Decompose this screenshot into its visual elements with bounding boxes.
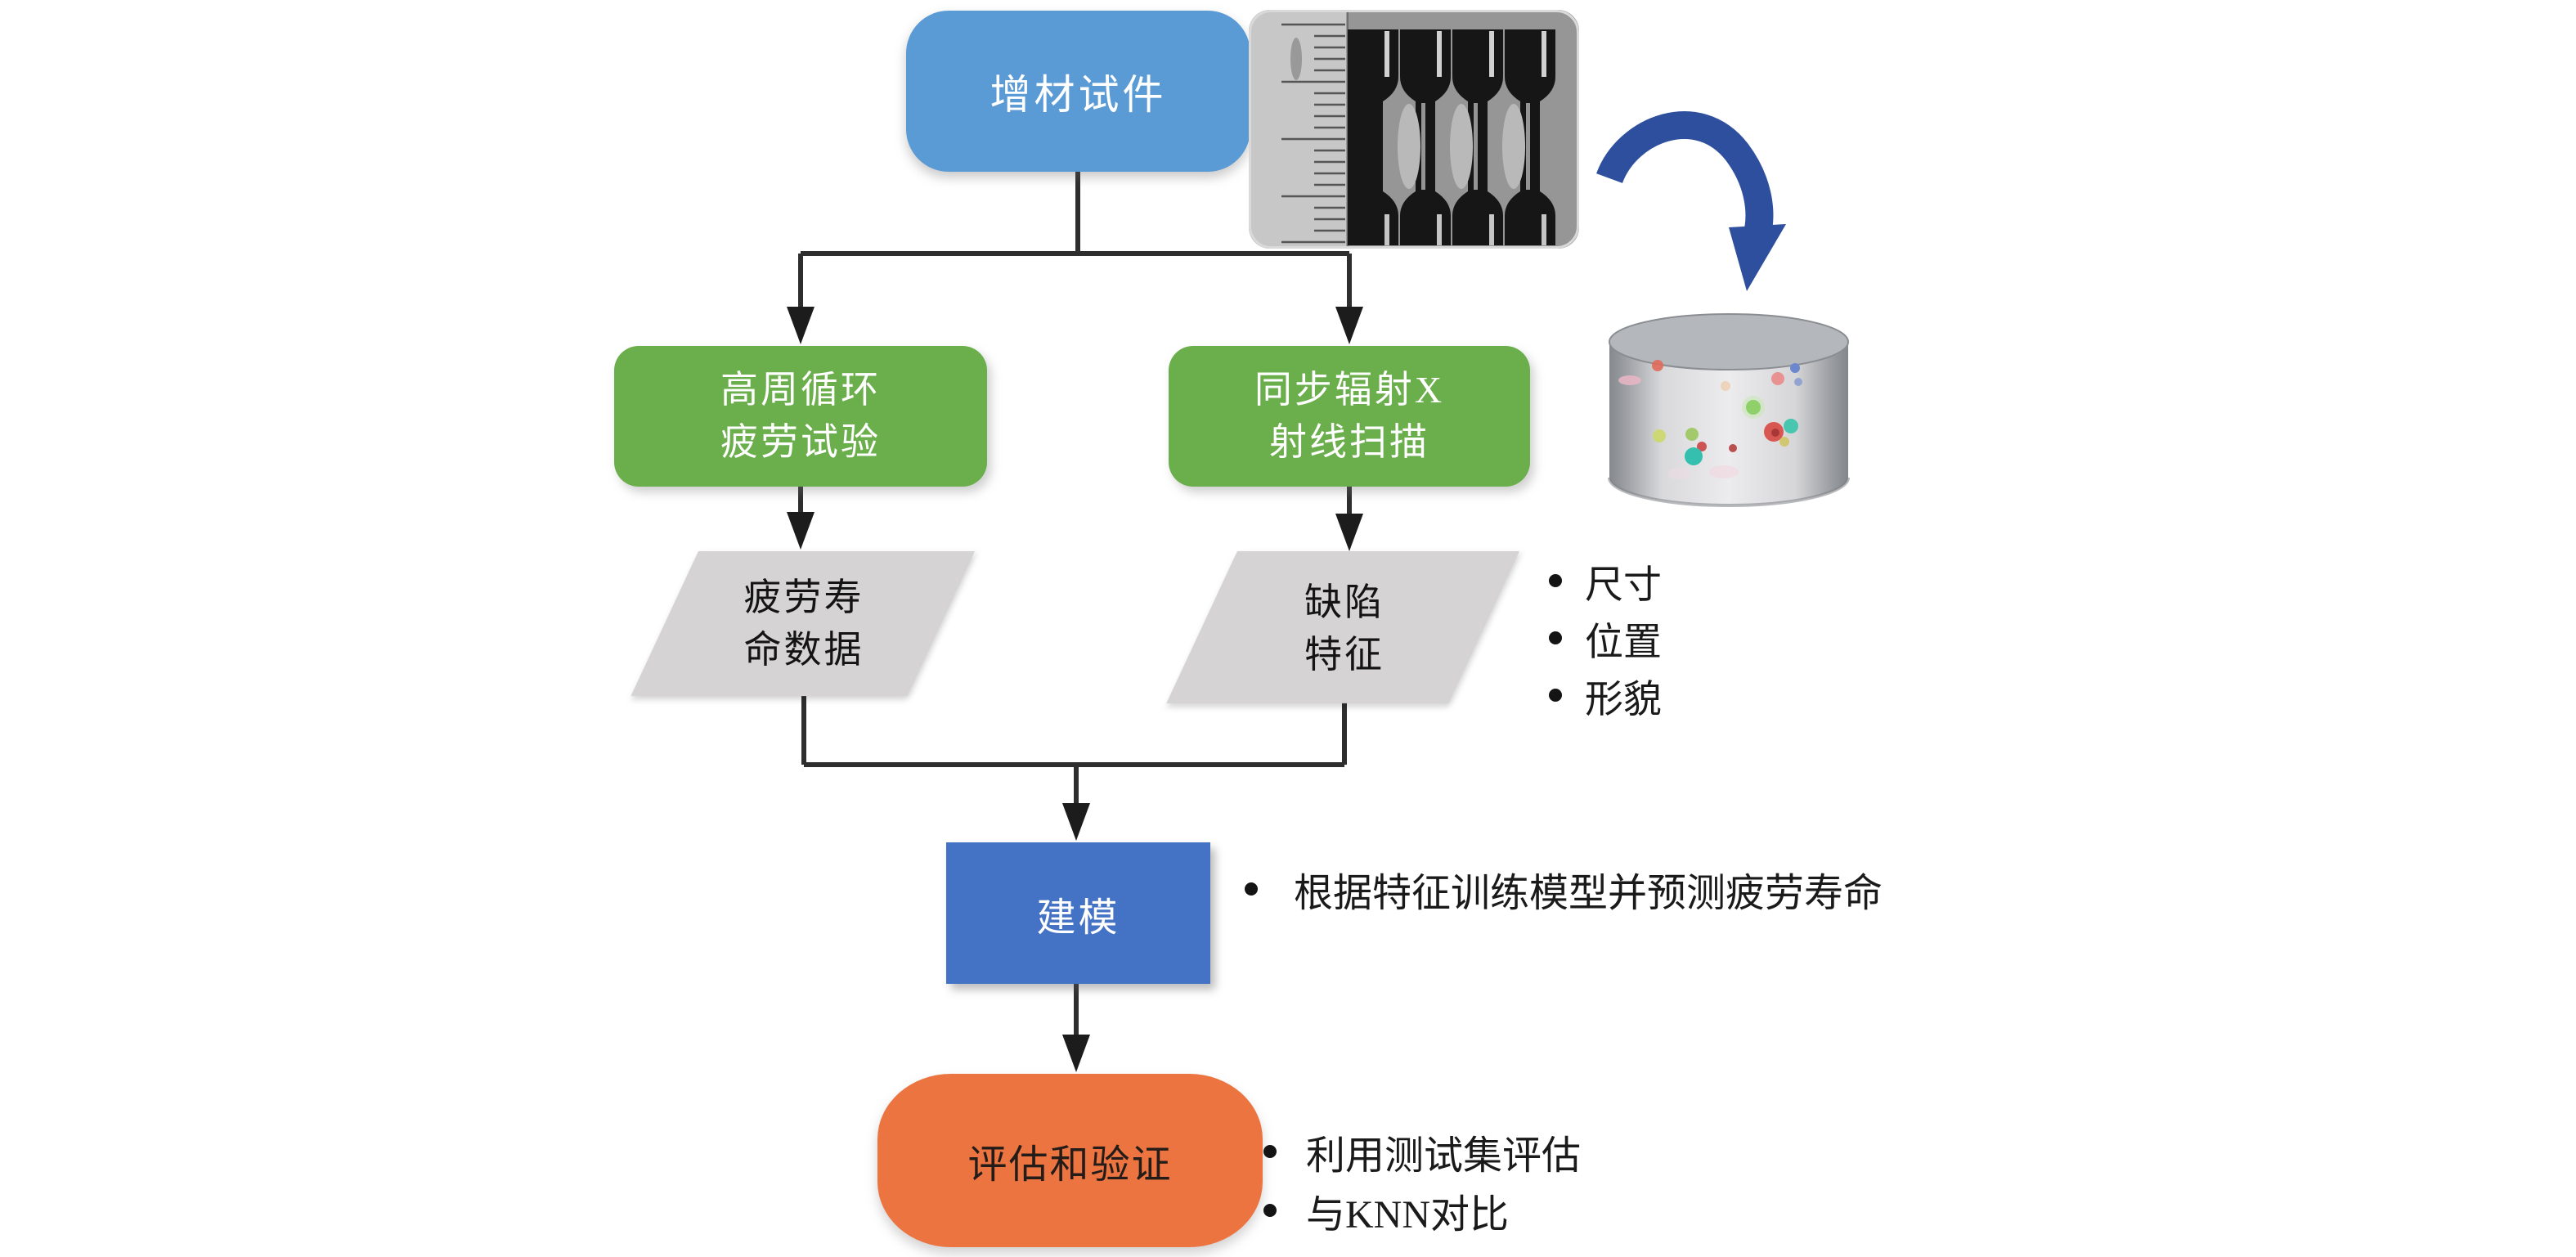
node-fatigue-test-line2: 疲劳试验 [720,421,881,463]
modeling-note: 根据特征训练模型并预测疲劳寿命 [1294,872,1883,915]
fatigue-data-line2: 命数据 [743,629,864,671]
modeling-note-list: 根据特征训练模型并预测疲劳寿命 [1245,868,1883,915]
defect-dots [1618,360,1802,479]
curved-arrow-icon [1596,111,1786,291]
defect-attr-morphology: 形貌 [1585,678,1662,721]
fatigue-data-line1: 疲劳寿 [743,577,864,618]
node-xray-scan: 同步辐射X 射线扫描 [1169,346,1530,487]
node-modeling-label: 建模 [1036,896,1120,940]
defect-attr-size: 尺寸 [1585,563,1662,607]
node-additive-specimen-label: 增材试件 [990,71,1167,118]
node-evaluation: 评估和验证 [877,1074,1263,1247]
defect-attribute-list: 尺寸 位置 形貌 [1549,552,1662,724]
node-modeling: 建模 [946,842,1210,984]
node-fatigue-life-data-label: 疲劳寿 命数据 [681,572,927,676]
evaluation-note-list: 利用测试集评估 与KNN对比 [1263,1122,1581,1240]
defect-attr-location: 位置 [1585,621,1662,664]
list-item: 位置 [1549,609,1662,667]
list-item: 形貌 [1549,667,1662,724]
defect-features-line2: 特征 [1304,634,1384,676]
node-fatigue-test: 高周循环 疲劳试验 [614,346,987,487]
node-evaluation-label: 评估和验证 [967,1143,1173,1187]
ruler-ticks [1281,23,1345,244]
node-defect-features-label: 缺陷 特征 [1222,577,1467,681]
list-item: 利用测试集评估 [1263,1122,1581,1181]
specimen-photo [1249,10,1579,249]
defect-features-line1: 缺陷 [1304,581,1384,623]
evaluation-note-testset: 利用测试集评估 [1306,1134,1582,1178]
node-xray-scan-line2: 射线扫描 [1268,421,1429,463]
node-xray-scan-line1: 同步辐射X [1254,369,1445,411]
node-additive-specimen: 增材试件 [906,11,1250,172]
defect-cylinder [1608,313,1850,507]
arrowheads [787,307,1363,1072]
node-fatigue-test-line1: 高周循环 [720,369,881,411]
list-item: 尺寸 [1549,552,1662,609]
evaluation-note-knn: 与KNN对比 [1306,1193,1509,1237]
list-item: 与KNN对比 [1263,1181,1581,1240]
specimen-highlights [1384,31,1546,245]
list-item: 根据特征训练模型并预测疲劳寿命 [1245,868,1883,915]
